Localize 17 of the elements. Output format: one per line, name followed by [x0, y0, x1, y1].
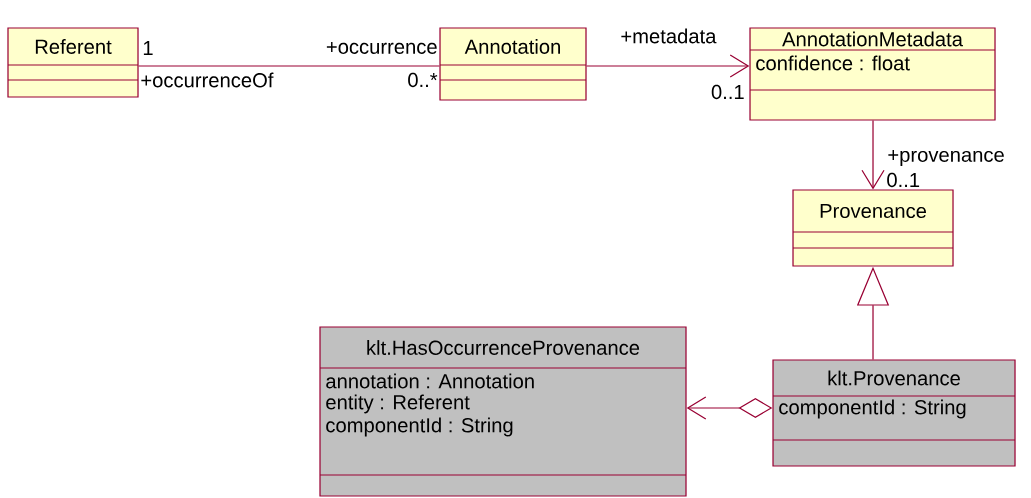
association-line: [138, 65, 440, 67]
class-box: klt.Provenance componentId : String: [772, 359, 1016, 467]
role-name: +occurrence: [326, 42, 437, 54]
class-box: Annotation: [439, 27, 587, 101]
class-box: AnnotationMetadata confidence : float: [749, 27, 996, 121]
multiplicity: 0..1: [711, 84, 744, 100]
role-name: +provenance: [888, 150, 1004, 166]
association-line: [586, 54, 750, 78]
role-name: +metadata: [621, 28, 717, 44]
class-box: klt.HasOccurrenceProvenance annotation : Annotation entity : Referent componentId : String: [319, 326, 687, 497]
multiplicity: 1: [143, 41, 153, 55]
class-box: Referent: [7, 27, 139, 98]
class-box: Provenance: [792, 189, 954, 267]
association-line: [861, 120, 885, 190]
multiplicity: 0..*: [408, 72, 438, 88]
role-name: +occurrenceOf: [141, 72, 274, 88]
multiplicity: 0..1: [887, 172, 920, 188]
